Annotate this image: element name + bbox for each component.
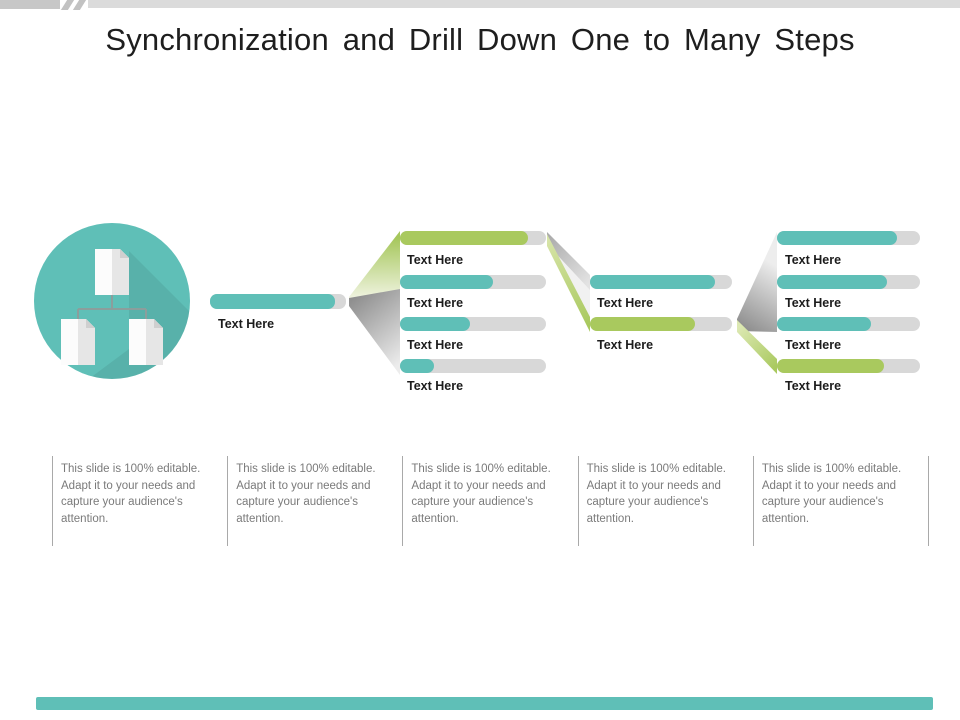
bar-label: Text Here	[407, 253, 464, 267]
bar-label: Text Here	[597, 338, 654, 352]
bar-label: Text Here	[407, 338, 464, 352]
progress-fill	[400, 359, 434, 373]
bar-label: Text Here	[785, 296, 842, 310]
progress-track	[400, 359, 546, 373]
progress-track	[777, 359, 920, 373]
bar-label: Text Here	[218, 317, 275, 331]
progress-track	[210, 294, 346, 309]
progress-fill	[210, 294, 336, 309]
progress-fill	[777, 317, 872, 331]
bar-label: Text Here	[785, 253, 842, 267]
footer-notes: This slide is 100% editable. Adapt it to…	[52, 456, 929, 546]
documents-hierarchy-icon	[34, 223, 190, 379]
progress-fill	[400, 275, 494, 289]
progress-track	[777, 231, 920, 245]
slash-decoration-icon	[60, 0, 75, 10]
progress-track	[777, 275, 920, 289]
footer-note: This slide is 100% editable. Adapt it to…	[227, 456, 402, 546]
progress-track	[590, 275, 732, 289]
progress-fill	[590, 317, 696, 331]
footer-note: This slide is 100% editable. Adapt it to…	[577, 456, 753, 546]
footer-note: This slide is 100% editable. Adapt it to…	[52, 456, 227, 546]
bar-label: Text Here	[785, 338, 842, 352]
progress-track	[590, 317, 732, 331]
progress-fill	[777, 359, 885, 373]
progress-track	[777, 317, 920, 331]
progress-fill	[400, 231, 529, 245]
bar-label: Text Here	[407, 379, 464, 393]
source-node	[34, 223, 190, 379]
bar-label: Text Here	[407, 296, 464, 310]
progress-fill	[400, 317, 471, 331]
progress-track	[400, 275, 546, 289]
progress-track	[400, 317, 546, 331]
slash-decoration-icon	[72, 0, 87, 10]
top-strip	[88, 0, 960, 8]
top-strip-left-segment	[0, 0, 60, 9]
progress-fill	[777, 275, 888, 289]
bar-label: Text Here	[785, 379, 842, 393]
footer-note: This slide is 100% editable. Adapt it to…	[752, 456, 928, 546]
bottom-accent-bar	[36, 697, 933, 710]
page-title: Synchronization and Drill Down One to Ma…	[105, 22, 855, 57]
progress-track	[400, 231, 546, 245]
progress-fill	[590, 275, 715, 289]
progress-fill	[777, 231, 898, 245]
footer-note: This slide is 100% editable. Adapt it to…	[402, 456, 577, 546]
bar-label: Text Here	[597, 296, 654, 310]
